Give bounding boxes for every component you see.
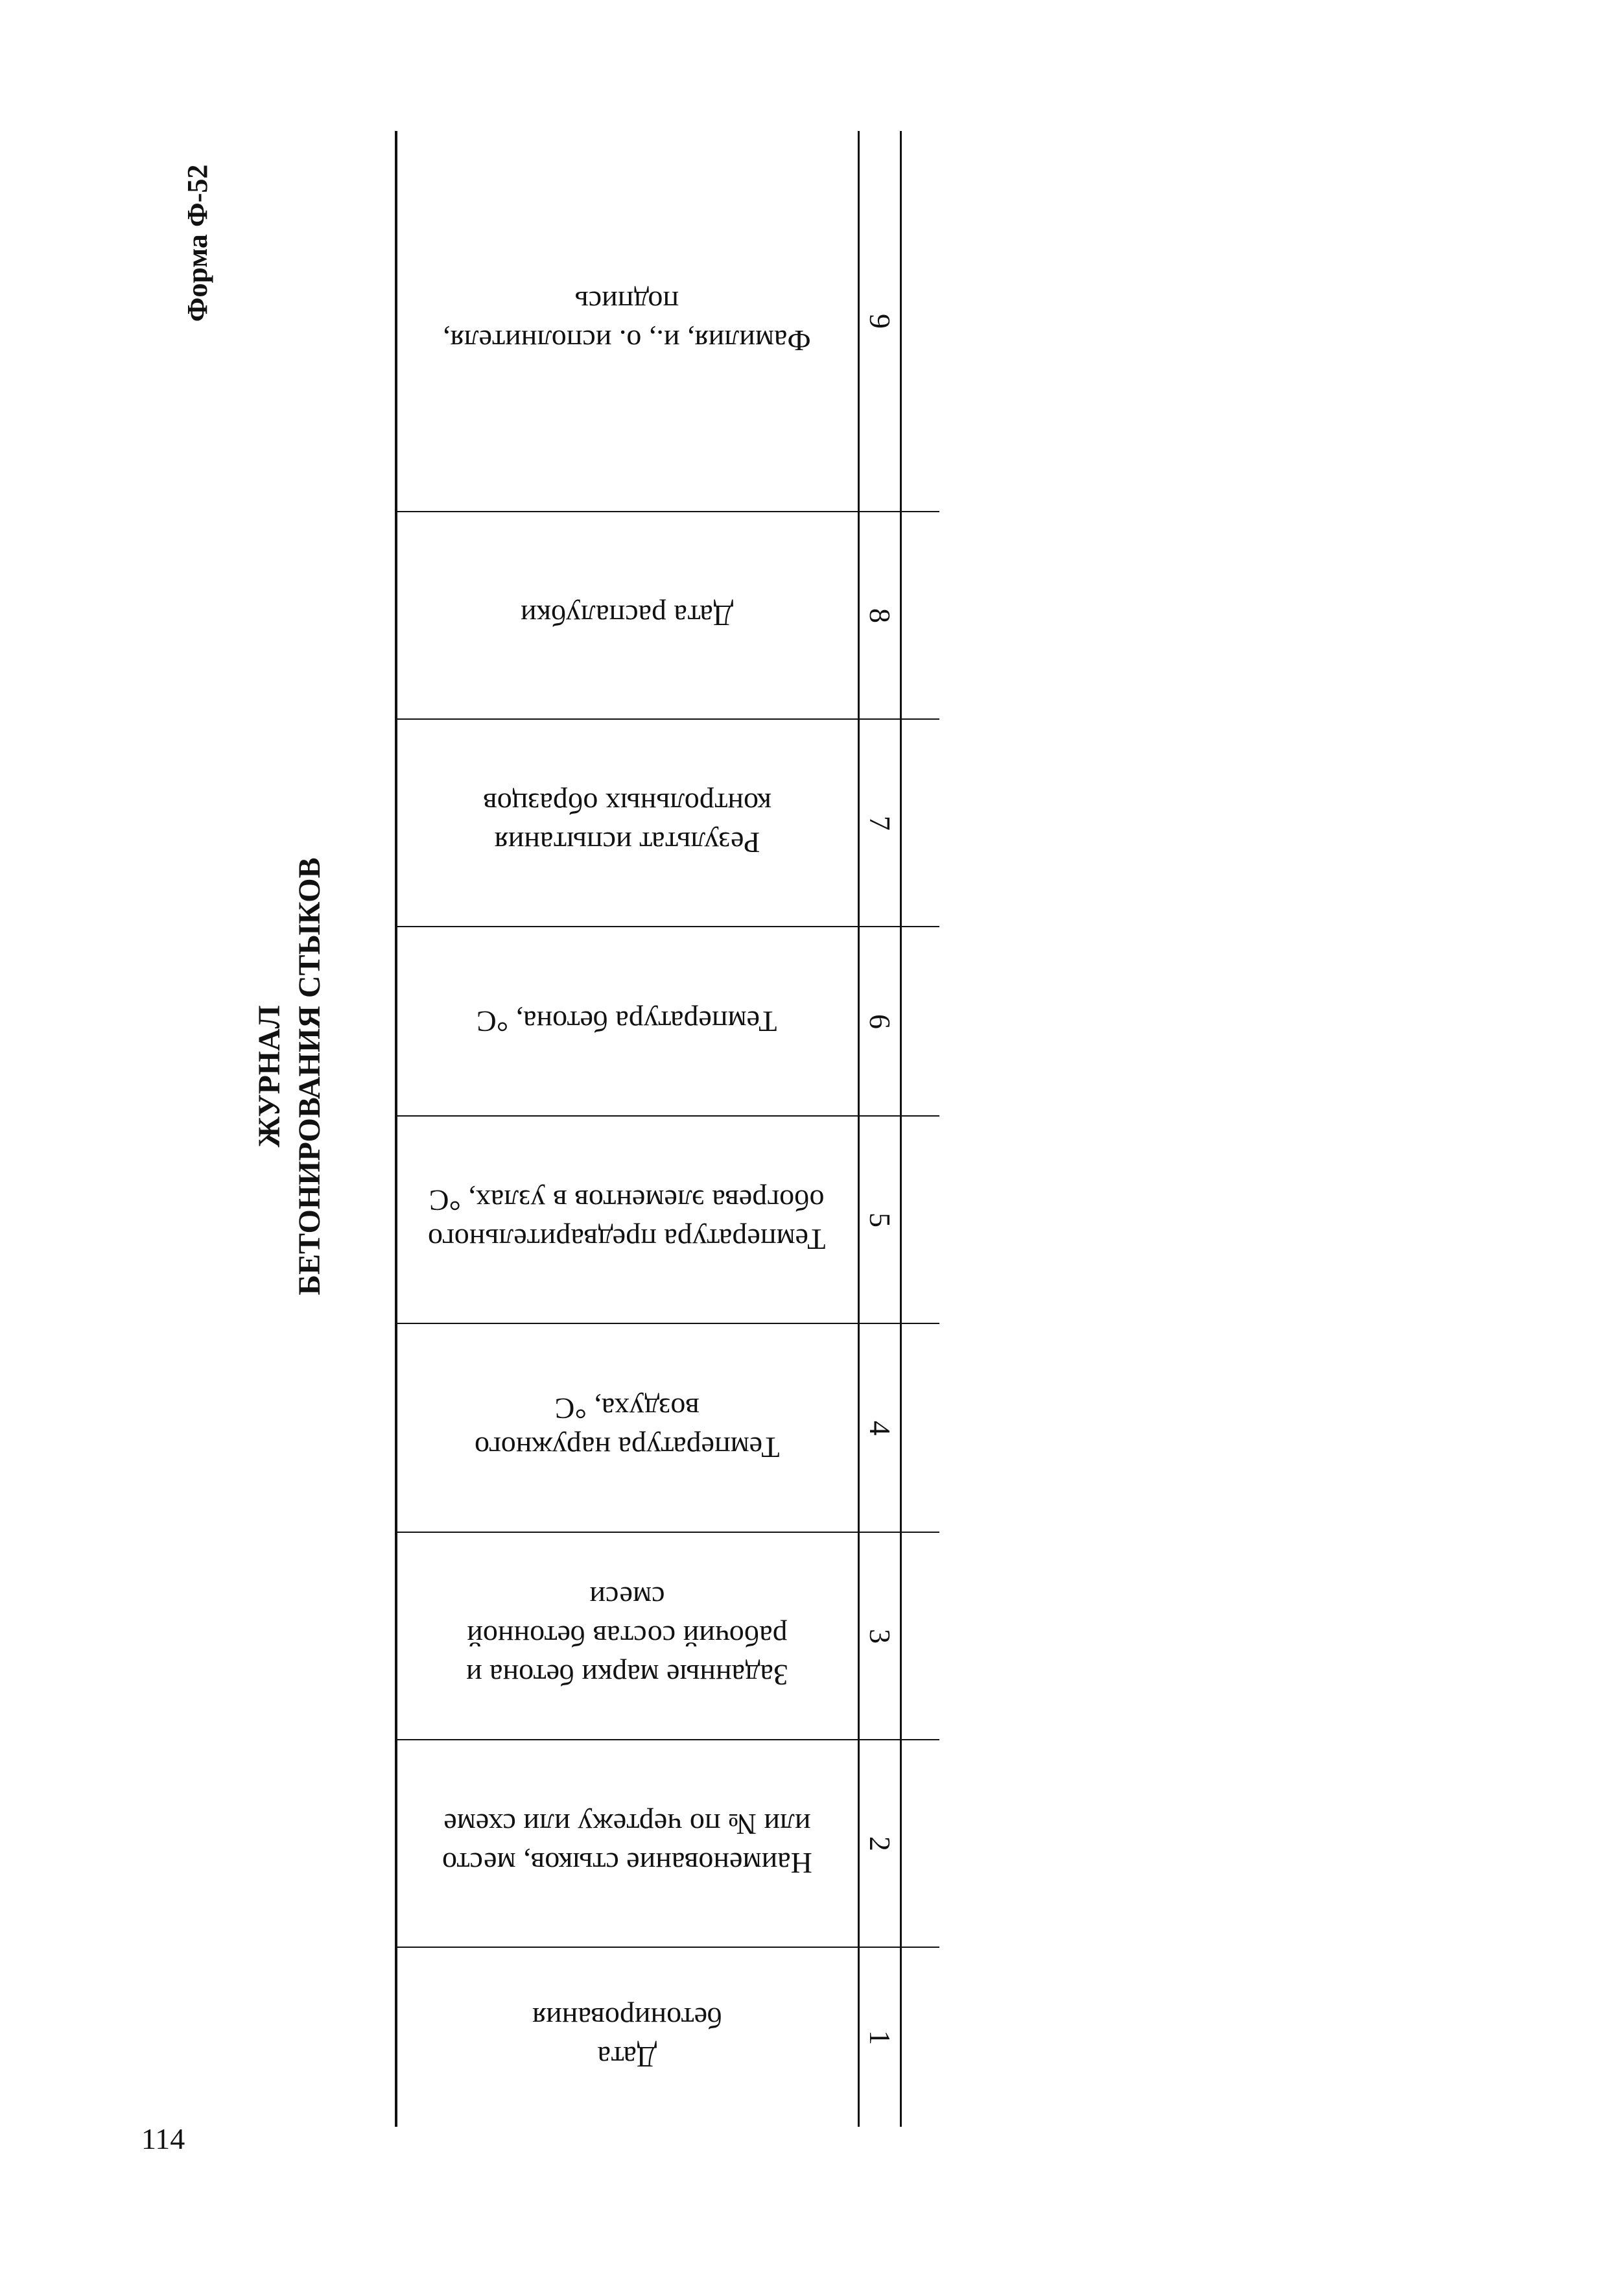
- column-number-7: 7: [863, 815, 897, 831]
- table-number-divider: [858, 131, 860, 2127]
- column-header-1: Дата бетонирования: [532, 2002, 722, 2074]
- column-header-5: Температура предварительного обогрева эл…: [428, 1184, 826, 1256]
- row-divider: [395, 1323, 939, 1324]
- row-divider: [395, 1115, 939, 1117]
- row-divider: [395, 1532, 939, 1533]
- row-divider: [395, 1739, 939, 1740]
- row-divider: [395, 718, 939, 720]
- column-number-6: 6: [863, 1013, 897, 1029]
- column-header-6: Температура бетона, °С: [477, 1005, 777, 1038]
- page-number: 114: [141, 2122, 185, 2155]
- form-code: Форма Ф-52: [182, 164, 213, 322]
- column-number-1: 1: [863, 2030, 897, 2045]
- column-header-7: Результат испытания контрольных образцов: [482, 787, 771, 859]
- column-header-3: Заданные марки бетона и рабочий состав б…: [465, 1581, 788, 1692]
- column-number-3: 3: [863, 1628, 897, 1644]
- column-header-2: Наименование стыков, место или № по черт…: [441, 1808, 812, 1880]
- journal-title-line2: БЕТОНИРОВАНИЯ СТЫКОВ: [292, 857, 327, 1296]
- row-divider: [395, 511, 939, 512]
- column-header-8: Дата распалубки: [520, 599, 734, 632]
- column-number-5: 5: [863, 1212, 897, 1227]
- column-number-8: 8: [863, 608, 897, 623]
- journal-title: ЖУРНАЛ БЕТОНИРОВАНИЯ СТЫКОВ: [250, 817, 347, 1336]
- table-right-border: [900, 131, 902, 2127]
- column-header-4: Температура наружного воздуха, °С: [474, 1392, 780, 1464]
- row-divider: [395, 926, 939, 927]
- column-header-9: Фамилия, и., о. исполнителя, подпись: [443, 285, 811, 357]
- column-number-2: 2: [863, 1836, 897, 1851]
- column-number-4: 4: [863, 1420, 897, 1436]
- column-number-9: 9: [863, 313, 897, 329]
- journal-title-line1: ЖУРНАЛ: [252, 1005, 287, 1148]
- row-divider: [395, 1947, 939, 1948]
- table-left-border: [395, 131, 397, 2127]
